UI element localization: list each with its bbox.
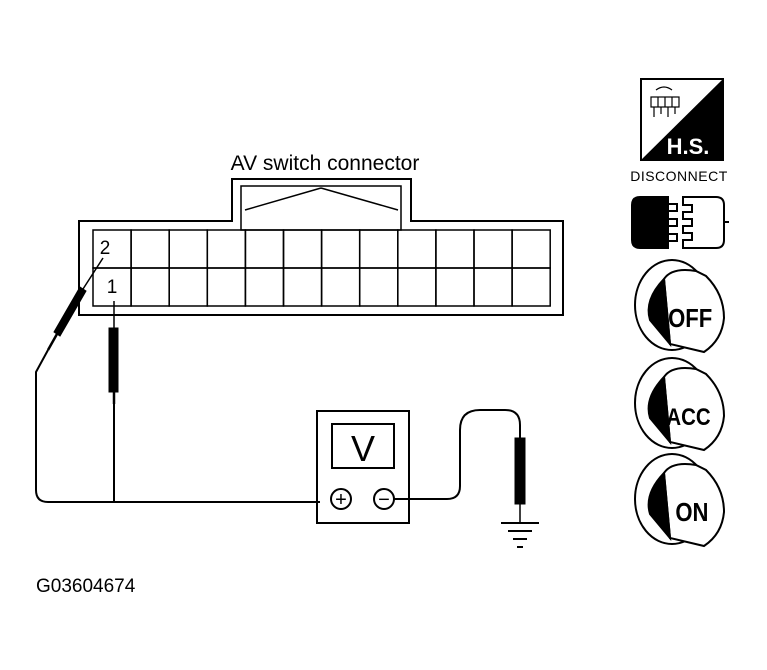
connector-cavity [320, 267, 361, 307]
connector-cavity [320, 229, 361, 269]
ignition-on-label: ON [675, 498, 708, 527]
connector-cavity [397, 229, 437, 269]
connector-cavity [282, 229, 323, 269]
connector-cavity [473, 267, 513, 307]
connector-cavity [282, 267, 323, 307]
disconnect-icon [631, 196, 729, 249]
disconnect-label: DISCONNECT [630, 168, 728, 184]
connector-cavity [358, 267, 399, 307]
connector-cavity [206, 229, 247, 269]
connector-cavity [92, 229, 132, 269]
terminal-2-label: 2 [100, 238, 111, 259]
ignition-acc-icon: ACC [634, 357, 726, 452]
connector-cavity [168, 267, 209, 307]
hs-badge-text: H.S. [667, 134, 710, 159]
connector-cavity [244, 267, 285, 307]
connector-cavity [206, 267, 247, 307]
av-switch-connector [78, 178, 564, 316]
ignition-off-icon: OFF [634, 259, 726, 354]
figure-id: G03604674 [36, 576, 136, 597]
connector-cavity-grid [92, 229, 551, 307]
connector-cavity [473, 229, 513, 269]
harness-side-icon: H.S. [640, 78, 724, 161]
connector-cavity [397, 267, 437, 307]
connector-cavity [435, 229, 475, 269]
connector-cavity [168, 229, 209, 269]
ignition-acc-label: ACC [666, 403, 710, 430]
connector-cavity [130, 229, 170, 269]
connector-cavity [511, 229, 551, 269]
ground-symbol-icon [501, 522, 539, 548]
plus-terminal [330, 488, 352, 510]
minus-symbol: − [378, 489, 390, 511]
connector-cavity [435, 267, 475, 307]
connector-cavity [130, 267, 170, 307]
plus-symbol: + [335, 489, 347, 511]
voltmeter: V + − [316, 410, 410, 524]
ground-lead [394, 409, 526, 522]
probe-terminal-1 [108, 301, 119, 502]
connector-label: AV switch connector [231, 152, 420, 175]
ignition-off-label: OFF [668, 304, 712, 333]
connector-cavity [358, 229, 399, 269]
probe-terminal-2 [35, 257, 320, 503]
connector-cavity [511, 267, 551, 307]
ignition-on-icon: ON [634, 453, 726, 548]
voltmeter-display: V [351, 428, 375, 469]
connector-cavity [244, 229, 285, 269]
terminal-1-label: 1 [107, 277, 118, 298]
